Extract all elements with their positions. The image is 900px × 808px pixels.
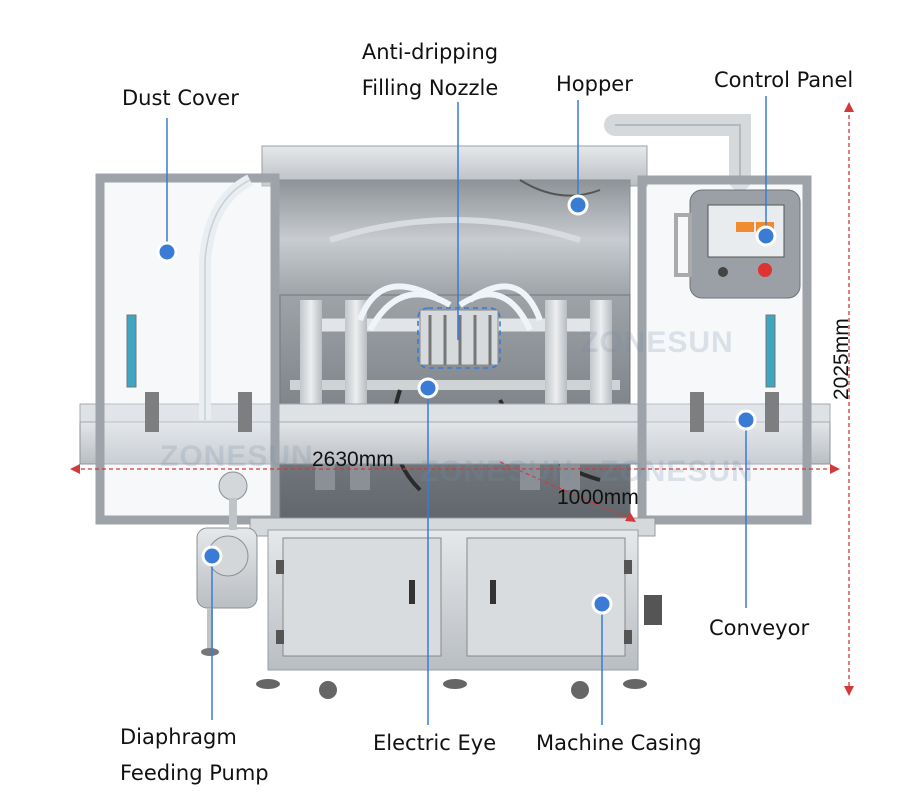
label-machine-casing: Machine Casing <box>536 731 702 755</box>
dot-pump <box>201 545 223 567</box>
label-pump-line1: Diaphragm <box>120 725 237 749</box>
dot-hopper <box>567 194 589 216</box>
label-filling-nozzle: Anti-dripping Filling Nozzle <box>350 39 510 101</box>
callout-lines <box>166 96 767 725</box>
label-nozzle-line2: Filling Nozzle <box>361 76 499 100</box>
control-panel-box <box>674 189 801 299</box>
dim-arrow-right <box>830 464 840 474</box>
label-conveyor: Conveyor <box>709 616 810 640</box>
dim-arrow-depth <box>625 512 636 522</box>
label-electric-eye: Electric Eye <box>373 731 497 755</box>
dim-arrow-left <box>70 464 80 474</box>
nozzle-highlight <box>417 307 501 369</box>
hopper-body <box>261 145 648 301</box>
left-door <box>95 173 280 525</box>
dim-depth-text: 1000mm <box>557 486 639 509</box>
dot-machine-casing <box>591 593 613 615</box>
label-dust-cover: Dust Cover <box>122 86 239 110</box>
watermark-center: ZONESUN <box>420 455 574 488</box>
dim-width-text: 2630mm <box>312 448 394 471</box>
label-hopper: Hopper <box>556 72 633 96</box>
watermark-right: ZONESUN <box>600 455 754 488</box>
dot-dust-cover <box>156 241 178 263</box>
label-nozzle-line1: Anti-dripping <box>361 40 499 64</box>
dot-control-panel <box>755 225 777 247</box>
dim-arrow-bottom <box>844 686 854 696</box>
dim-arrow-top <box>844 102 854 112</box>
watermark-left: ZONESUN <box>160 440 314 473</box>
dimension-lines <box>74 108 850 690</box>
watermark-top: ZONESUN <box>580 326 734 359</box>
callout-dots <box>156 194 777 615</box>
dim-height-text: 2025mm <box>830 318 853 400</box>
dot-conveyor <box>735 409 757 431</box>
label-pump-line2: Feeding Pump <box>120 761 269 785</box>
feed-pipe <box>604 114 751 191</box>
label-control-panel: Control Panel <box>714 68 854 92</box>
dot-electric-eye <box>417 377 439 399</box>
